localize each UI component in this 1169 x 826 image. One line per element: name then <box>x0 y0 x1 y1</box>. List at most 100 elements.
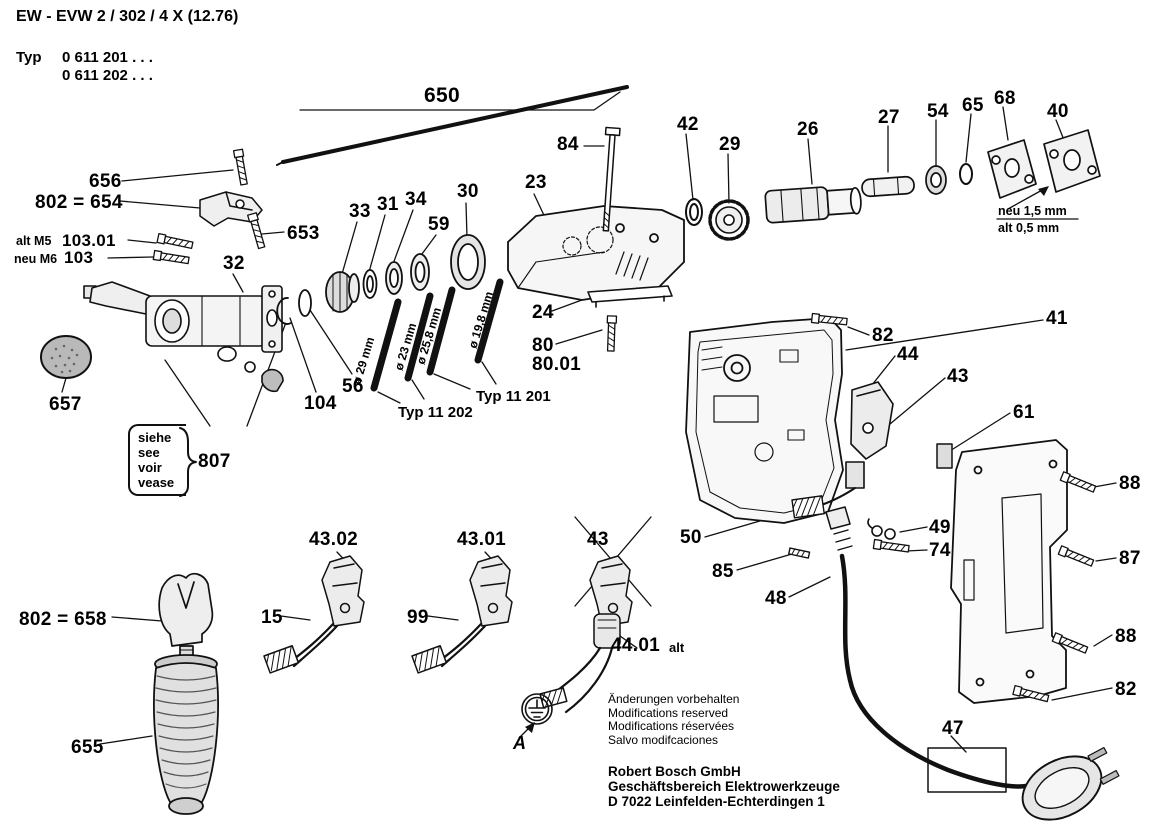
pin-85 <box>788 547 811 559</box>
housing-half-41 <box>685 317 844 524</box>
screw-87 <box>1057 545 1095 568</box>
callout-87: 87 <box>1119 548 1141 569</box>
switch-variant-4301 <box>411 555 513 674</box>
callout-15: 15 <box>261 607 283 628</box>
knob-657 <box>40 335 92 379</box>
callout-88-bottom: 88 <box>1115 626 1137 647</box>
callout-80-01: 80.01 <box>532 354 582 375</box>
mod-line-en: Modifications reserved <box>608 705 729 720</box>
callout-653: 653 <box>287 223 320 244</box>
shaft-27 <box>861 175 915 198</box>
callout-56: 56 <box>342 376 364 397</box>
callout-61: 61 <box>1013 402 1035 423</box>
callout-41: 41 <box>1046 308 1068 329</box>
callout-65: 65 <box>962 95 984 116</box>
callout-807: 807 <box>198 451 231 472</box>
label-box-47 <box>927 747 1007 793</box>
callout-650: 650 <box>424 84 460 107</box>
arrowheads <box>525 186 1049 733</box>
baseplate-24 <box>587 285 673 308</box>
mod-line-es: Salvo modifcaciones <box>608 732 719 747</box>
typ-label: Typ <box>16 49 42 66</box>
callout-29: 29 <box>719 134 741 155</box>
bearing-plate-68 <box>987 139 1037 199</box>
mod-line-de: Änderungen vorbehalten <box>608 692 740 706</box>
callout-85: 85 <box>712 561 734 582</box>
callout-88-top: 88 <box>1119 473 1141 494</box>
block-61 <box>936 443 953 469</box>
screw-656 <box>232 148 250 186</box>
callout-49: 49 <box>929 517 951 538</box>
screw-80 <box>605 315 618 352</box>
depth-rod-650 <box>276 85 629 166</box>
plate-40 <box>1043 129 1101 193</box>
callout-a: A <box>513 733 527 753</box>
callout-32: 32 <box>223 253 245 274</box>
company-block: Robert Bosch GmbH Geschäftsbereich Elekt… <box>608 764 840 809</box>
callout-50: 50 <box>680 527 702 548</box>
note-alt-mm: alt 0,5 mm <box>998 221 1060 235</box>
spindle-assembly-32 <box>83 281 284 393</box>
screw-84 <box>602 126 621 232</box>
siehe-line-es: vease <box>138 475 175 490</box>
bushing-54 <box>925 165 947 195</box>
siehe-line-en: see <box>138 445 160 460</box>
screw-653 <box>247 212 267 250</box>
callout-54: 54 <box>927 101 949 122</box>
callout-43-02: 43.02 <box>309 529 359 550</box>
siehe-line-de: siehe <box>138 430 172 445</box>
clutch-26 <box>764 186 862 224</box>
callout-48: 48 <box>765 588 787 609</box>
callout-44-01-alt: alt <box>669 640 685 655</box>
oring-65 <box>959 163 973 185</box>
switch-variant-43 <box>539 555 633 714</box>
callout-99: 99 <box>407 607 429 628</box>
rings-and-gear <box>276 234 486 325</box>
screw-103 <box>152 249 190 266</box>
leader-lines <box>61 91 1117 753</box>
callout-656: 656 <box>89 171 122 192</box>
brace <box>179 427 197 497</box>
callout-34: 34 <box>405 189 427 210</box>
callout-59: 59 <box>428 214 450 235</box>
callout-40: 40 <box>1047 101 1069 122</box>
mains-plug <box>1021 746 1120 821</box>
callout-84: 84 <box>557 134 579 155</box>
callout-43-lower: 43 <box>587 529 609 550</box>
company-address: D 7022 Leinfelden-Echterdingen 1 <box>608 794 825 809</box>
connector-50 <box>791 495 825 519</box>
handle-fork-658 <box>158 572 214 663</box>
callout-74: 74 <box>929 540 951 561</box>
note-alt-m5: alt M5 <box>16 234 52 248</box>
callout-27: 27 <box>878 107 900 128</box>
cable-48 <box>825 506 1029 789</box>
company-name: Robert Bosch GmbH <box>608 764 741 779</box>
callout-43-01: 43.01 <box>457 529 507 550</box>
switch-43-44 <box>811 381 894 509</box>
gear-housing-23 <box>507 205 685 301</box>
note-neu-mm: neu 1,5 mm <box>998 204 1067 218</box>
switch-variant-4302 <box>263 555 365 674</box>
note-typ11202: Typ 11 202 <box>398 404 473 421</box>
callout-47: 47 <box>942 718 964 739</box>
callout-68: 68 <box>994 88 1016 109</box>
modifications-note: Änderungen vorbehalten Modifications res… <box>608 692 740 747</box>
mod-line-fr: Modifications réservées <box>608 719 735 733</box>
screw-103-01 <box>156 232 194 251</box>
note-typ11201: Typ 11 201 <box>476 388 551 405</box>
typ-number-1: 0 611 201 . . . <box>62 49 153 66</box>
callout-655: 655 <box>71 737 104 758</box>
callout-44: 44 <box>897 344 919 365</box>
callout-43-upper: 43 <box>947 366 969 387</box>
ground-symbol <box>521 693 553 725</box>
part-49 <box>867 518 896 540</box>
frame-bracket <box>950 439 1068 704</box>
company-division: Geschäftsbereich Elektrowerkzeuge <box>608 779 840 794</box>
callout-82-bottom: 82 <box>1115 679 1137 700</box>
doc-code: EW - EVW 2 / 302 / 4 X (12.76) <box>16 8 239 25</box>
callout-80: 80 <box>532 335 554 356</box>
callout-103: 103 <box>64 248 94 267</box>
siehe-note-box: siehe see voir vease <box>128 424 186 496</box>
